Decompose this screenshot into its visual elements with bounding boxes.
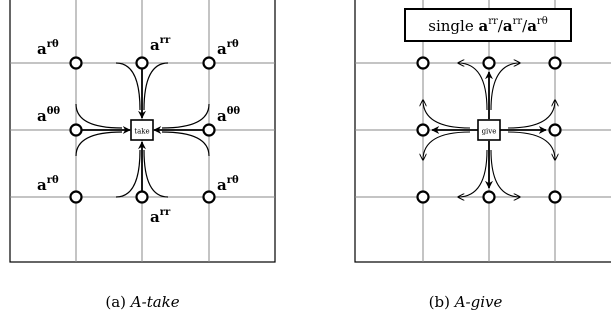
label-bottom-left: arθ xyxy=(37,175,59,194)
label-top: arr xyxy=(150,35,171,54)
node xyxy=(548,56,562,70)
take-label: take xyxy=(134,128,149,136)
label-left: aθθ xyxy=(37,106,60,125)
label-top-left: arθ xyxy=(37,39,59,58)
give-box xyxy=(477,119,501,141)
caption-b-name: A-give xyxy=(454,293,503,311)
node xyxy=(135,56,149,70)
panel-a: take arθ arr arθ aθθ aθθ arθ arr arθ xyxy=(9,0,276,263)
node xyxy=(69,123,83,137)
caption-b-prefix: (b) xyxy=(428,293,450,311)
take-box xyxy=(130,119,154,141)
banner-box xyxy=(404,8,572,42)
caption-a-prefix: (a) xyxy=(105,293,127,311)
label-top-right: arθ xyxy=(217,39,239,58)
caption-a: (a) A-take xyxy=(0,293,285,311)
node xyxy=(202,123,216,137)
node xyxy=(416,56,430,70)
node xyxy=(548,190,562,204)
label-bottom: arr xyxy=(150,207,171,226)
node xyxy=(482,56,496,70)
panel-b-nodes xyxy=(416,56,562,204)
node xyxy=(416,123,430,137)
node xyxy=(202,190,216,204)
panel-a-arrows xyxy=(75,62,210,198)
node xyxy=(69,56,83,70)
node xyxy=(69,190,83,204)
give-label: give xyxy=(482,128,497,136)
node xyxy=(416,190,430,204)
figure: take arθ arr arθ aθθ aθθ arθ arr arθ xyxy=(9,0,611,263)
panel-a-labels: arθ arr arθ aθθ aθθ arθ arr arθ xyxy=(37,35,240,226)
node xyxy=(202,56,216,70)
caption-a-name: A-take xyxy=(130,293,180,311)
panel-b: give single arr/arr/arθ xyxy=(354,0,611,263)
panel-b-arrows xyxy=(423,63,555,197)
banner-text: single arr/arr/arθ xyxy=(428,16,547,35)
label-bottom-right: arθ xyxy=(217,175,239,194)
caption-b: (b) A-give xyxy=(320,293,611,311)
node xyxy=(548,123,562,137)
node xyxy=(135,190,149,204)
panel-a-nodes xyxy=(69,56,216,204)
label-right: aθθ xyxy=(217,106,240,125)
node xyxy=(482,190,496,204)
